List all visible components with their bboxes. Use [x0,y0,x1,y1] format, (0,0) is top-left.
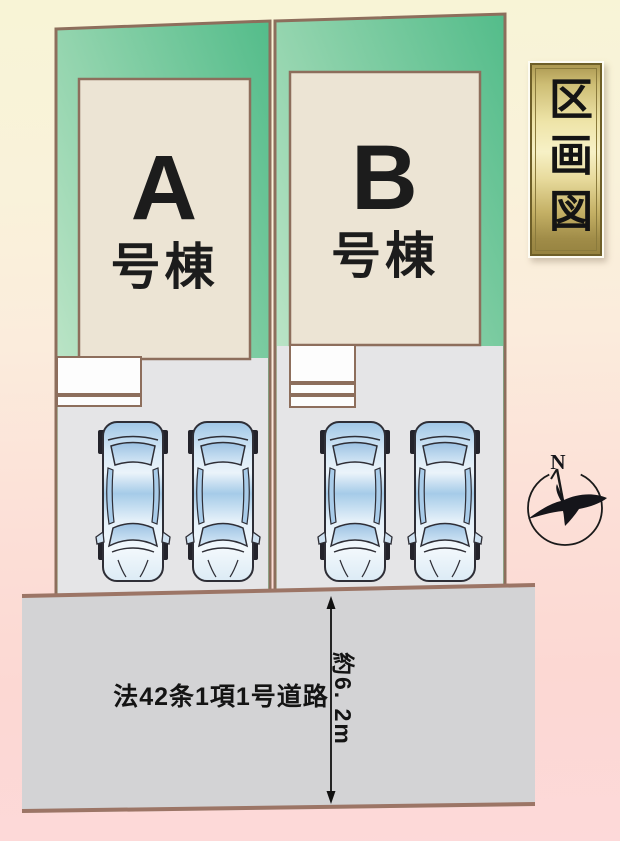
plot-b-approach-step [289,395,356,408]
plot-b-approach-step [289,383,356,395]
building-b-suffix: 号棟 [331,228,439,285]
car-icon [185,421,261,582]
building-b-letter: B [351,126,419,229]
legend-plaque-border: 区画図 [530,63,602,256]
building-b-label: B 号棟 [290,72,480,345]
road-name-label: 法42条1項1号道路 [113,683,329,711]
plot-a [54,19,272,599]
plot-b [273,12,507,593]
plot-a-approach-step [56,395,142,407]
car-icon [407,421,483,582]
building-b-footprint [288,70,482,347]
legend-plaque-inner: 区画図 [535,68,597,251]
road-surface [22,585,535,813]
road-width-dimension-arrow [326,596,336,804]
plot-a-approach [56,356,142,395]
road-edge-bottom [21,802,536,813]
car-icon [317,421,393,582]
building-a-suffix: 号棟 [110,238,219,295]
road-width-label: 約6. 2m [330,652,356,746]
car-icon [95,421,171,582]
building-a-label: A 号棟 [79,79,250,359]
plot-b-approach [289,344,356,383]
building-a-letter: A [130,137,199,240]
figure-title: 区画図 [542,75,591,244]
road [21,583,536,813]
compass-north-letter: N [550,450,566,474]
compass-north-icon [527,468,607,546]
legend-plaque: 区画図 [528,61,604,258]
road-edge-top [21,583,536,598]
building-a-footprint [77,77,252,361]
